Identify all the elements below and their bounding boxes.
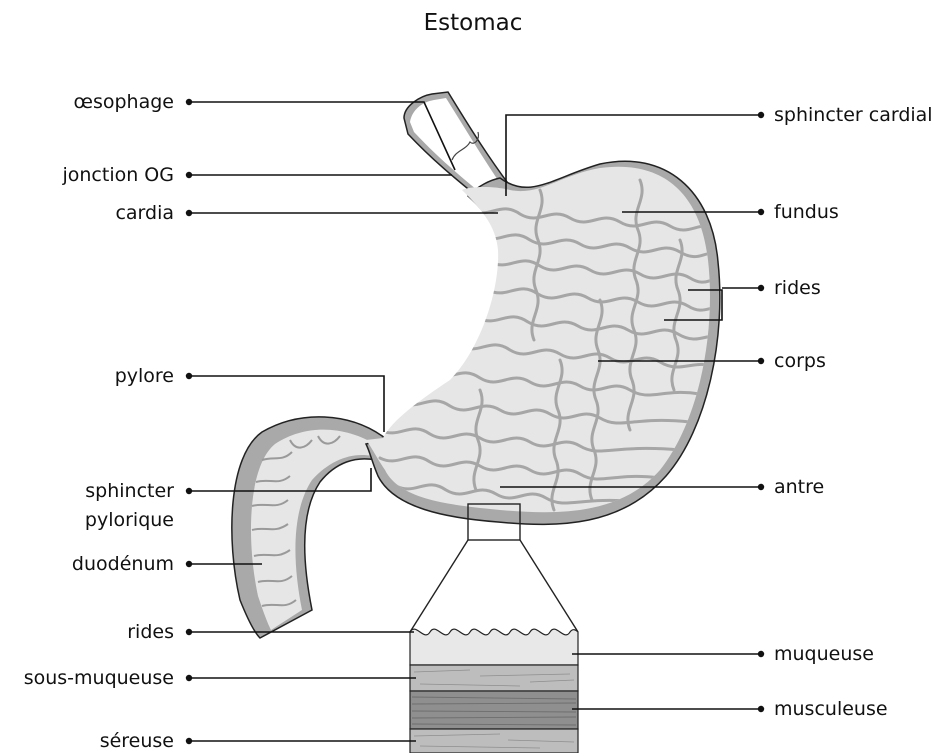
label-muqueuse: muqueuse (774, 643, 874, 665)
label-rides-right: rides (774, 277, 821, 299)
wall-layers (410, 629, 578, 753)
label-fundus: fundus (774, 201, 839, 223)
label-corps: corps (774, 350, 826, 372)
label-rides-left: rides (127, 621, 174, 643)
diagram-title: Estomac (424, 10, 523, 36)
label-sphincter-cardial: sphincter cardial (774, 104, 933, 126)
layer-sous-muqueuse (410, 665, 578, 691)
label-pylore: pylore (115, 365, 174, 387)
label-jonction-og: jonction OG (61, 164, 174, 186)
label-antre: antre (774, 476, 824, 498)
label-musculeuse: musculeuse (774, 698, 888, 720)
label-oesophage: œsophage (74, 91, 174, 113)
label-cardia: cardia (115, 202, 174, 224)
label-duodenum: duodénum (72, 553, 174, 575)
duodenum-shape (232, 417, 385, 638)
label-sereuse: séreuse (100, 730, 174, 752)
stomach-shape (366, 161, 720, 524)
label-sous-muqueuse: sous-muqueuse (24, 667, 174, 689)
layer-muqueuse (410, 629, 578, 665)
layer-musculeuse (410, 691, 578, 729)
label-sphincter-pylorique-line1: sphincter (85, 480, 174, 502)
label-sphincter-pylorique-line2: pylorique (85, 509, 174, 531)
